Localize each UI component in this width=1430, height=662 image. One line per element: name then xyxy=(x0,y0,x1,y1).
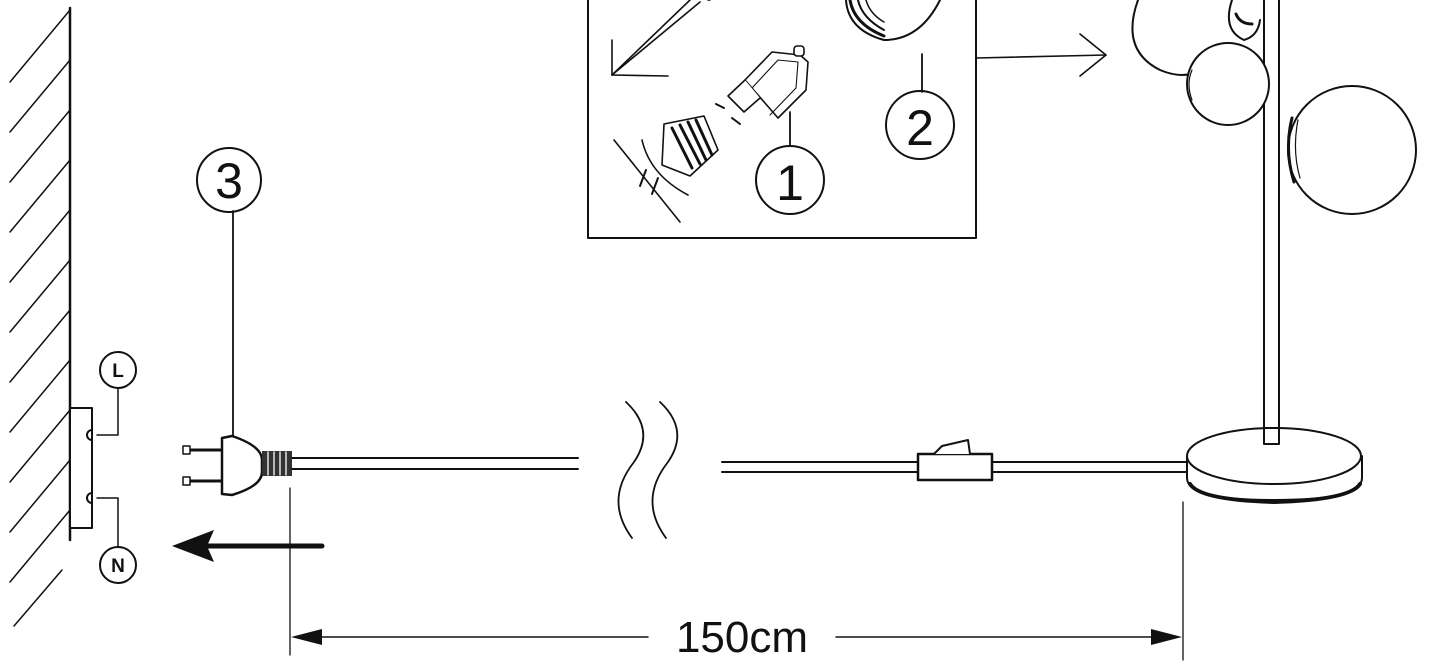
dimension-arrow-left-icon xyxy=(291,629,322,645)
insert-direction-arrow-icon xyxy=(172,530,325,562)
lamp-globe-top-right xyxy=(1228,0,1261,41)
lamp-holder-icon xyxy=(613,115,719,223)
callout-2-number: 2 xyxy=(906,100,934,156)
lamp-globe-top-left xyxy=(1131,0,1201,76)
callout-3-number: 3 xyxy=(215,153,243,209)
socket-hole-bottom xyxy=(86,492,93,504)
floor-lamp xyxy=(1131,0,1417,504)
rotate-direction-arrow-icon xyxy=(611,0,711,77)
detail-box xyxy=(587,0,977,239)
dimension-line xyxy=(289,487,1184,661)
detail-pointer-arrow-icon xyxy=(975,33,1107,77)
neutral-lead-line xyxy=(96,497,119,547)
power-cable-right xyxy=(721,461,1189,473)
power-cable-left xyxy=(291,457,579,470)
wall xyxy=(9,6,72,627)
g9-bulb-icon xyxy=(715,45,809,125)
callout-1-circle xyxy=(755,145,825,215)
callout-2-circle xyxy=(885,90,955,160)
callout-3-circle xyxy=(196,147,262,213)
lamp-globe-right xyxy=(1286,85,1417,215)
euro-plug-icon xyxy=(182,434,292,497)
lamp-globe-middle xyxy=(1186,42,1270,126)
dimension-arrow-right-icon xyxy=(1151,629,1182,645)
lamp-stem xyxy=(1263,0,1280,445)
neutral-terminal-badge xyxy=(99,546,137,584)
live-terminal-badge xyxy=(99,351,137,389)
live-lead-line xyxy=(96,388,119,436)
cable-break-icon xyxy=(617,401,679,539)
callout-1-number: 1 xyxy=(776,155,804,211)
plug-strain-relief xyxy=(262,451,292,476)
socket-hole-top xyxy=(86,429,93,441)
lamp-base xyxy=(1186,427,1363,504)
wall-socket xyxy=(69,388,119,547)
cable-length-label: 150cm xyxy=(676,613,808,662)
glass-globe-icon xyxy=(845,0,941,41)
neutral-terminal-label: N xyxy=(111,556,125,577)
wall-hatching xyxy=(9,9,71,627)
inline-switch-icon xyxy=(916,439,994,482)
plug-body xyxy=(220,434,264,497)
live-terminal-label: L xyxy=(112,361,124,382)
